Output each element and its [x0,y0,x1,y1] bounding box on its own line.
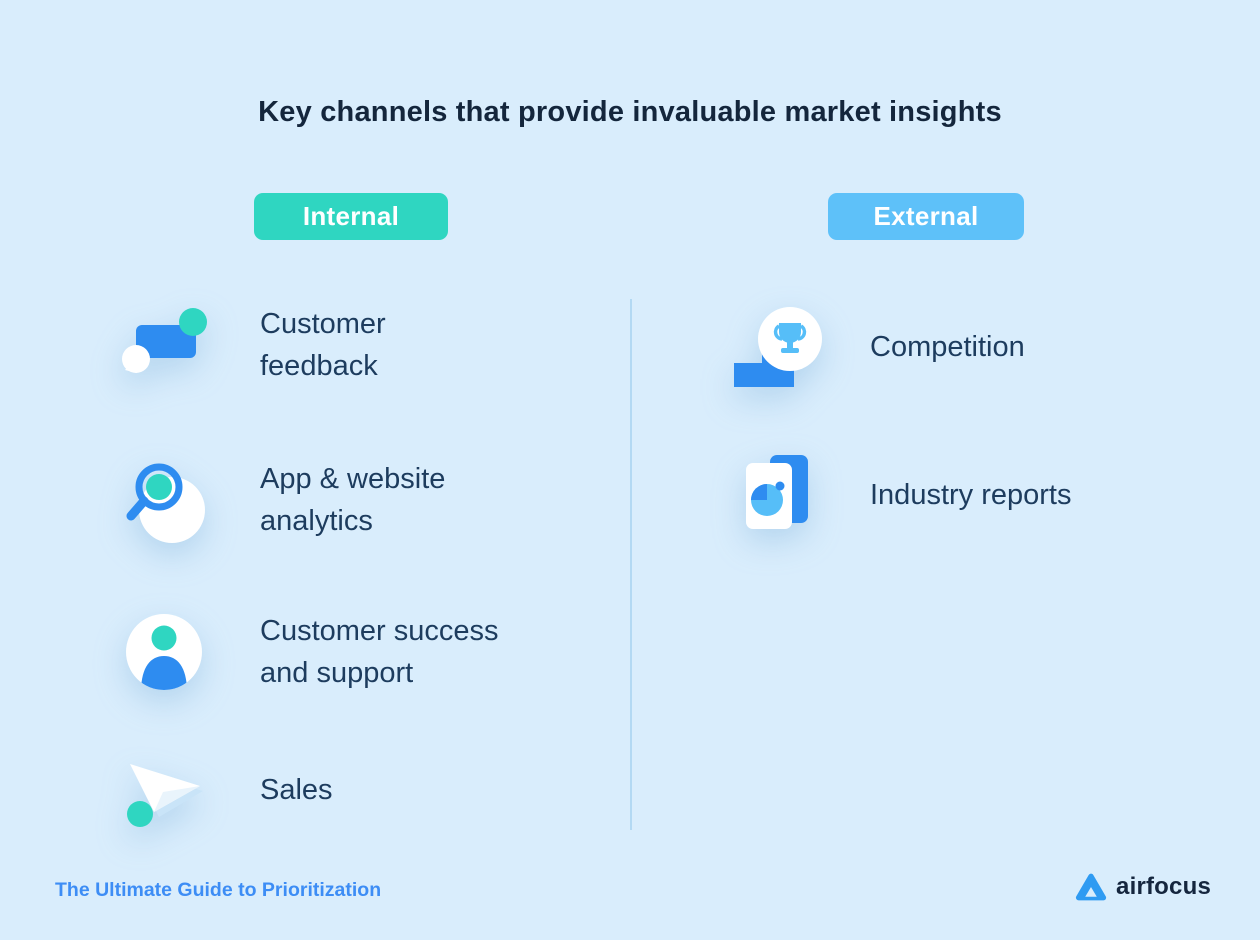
list-item-customer-success: Customer success and support [112,602,522,702]
external-badge: External [828,193,1024,240]
item-label: App & website analytics [260,462,446,537]
analytics-magnifier-icon [112,450,216,550]
brand-lockup: airfocus [1075,872,1211,902]
list-item-sales: Sales [112,740,333,840]
list-item-analytics: App & website analytics [112,450,510,550]
page-title: Key channels that provide invaluable mar… [258,96,1002,128]
list-item-industry-reports: Industry reports [728,445,1071,545]
brand-name: airfocus [1116,873,1211,900]
guide-caption: The Ultimate Guide to Prioritization [55,879,382,901]
item-label: Industry reports [870,478,1072,511]
competition-trophy-icon [728,297,832,397]
internal-badge: Internal [254,193,448,240]
list-item-customer-feedback: Customer feedback [112,295,460,395]
item-label: Competition [870,330,1025,363]
item-label: Sales [260,773,333,806]
customer-support-person-icon [112,602,216,702]
column-divider [630,299,632,830]
airfocus-logo-icon [1075,873,1107,901]
industry-reports-document-icon [728,445,832,545]
customer-feedback-icon [112,295,216,395]
item-label: Customer success and support [260,614,499,689]
list-item-competition: Competition [728,297,1025,397]
sales-paper-plane-icon [112,740,216,840]
item-label: Customer feedback [260,307,386,382]
